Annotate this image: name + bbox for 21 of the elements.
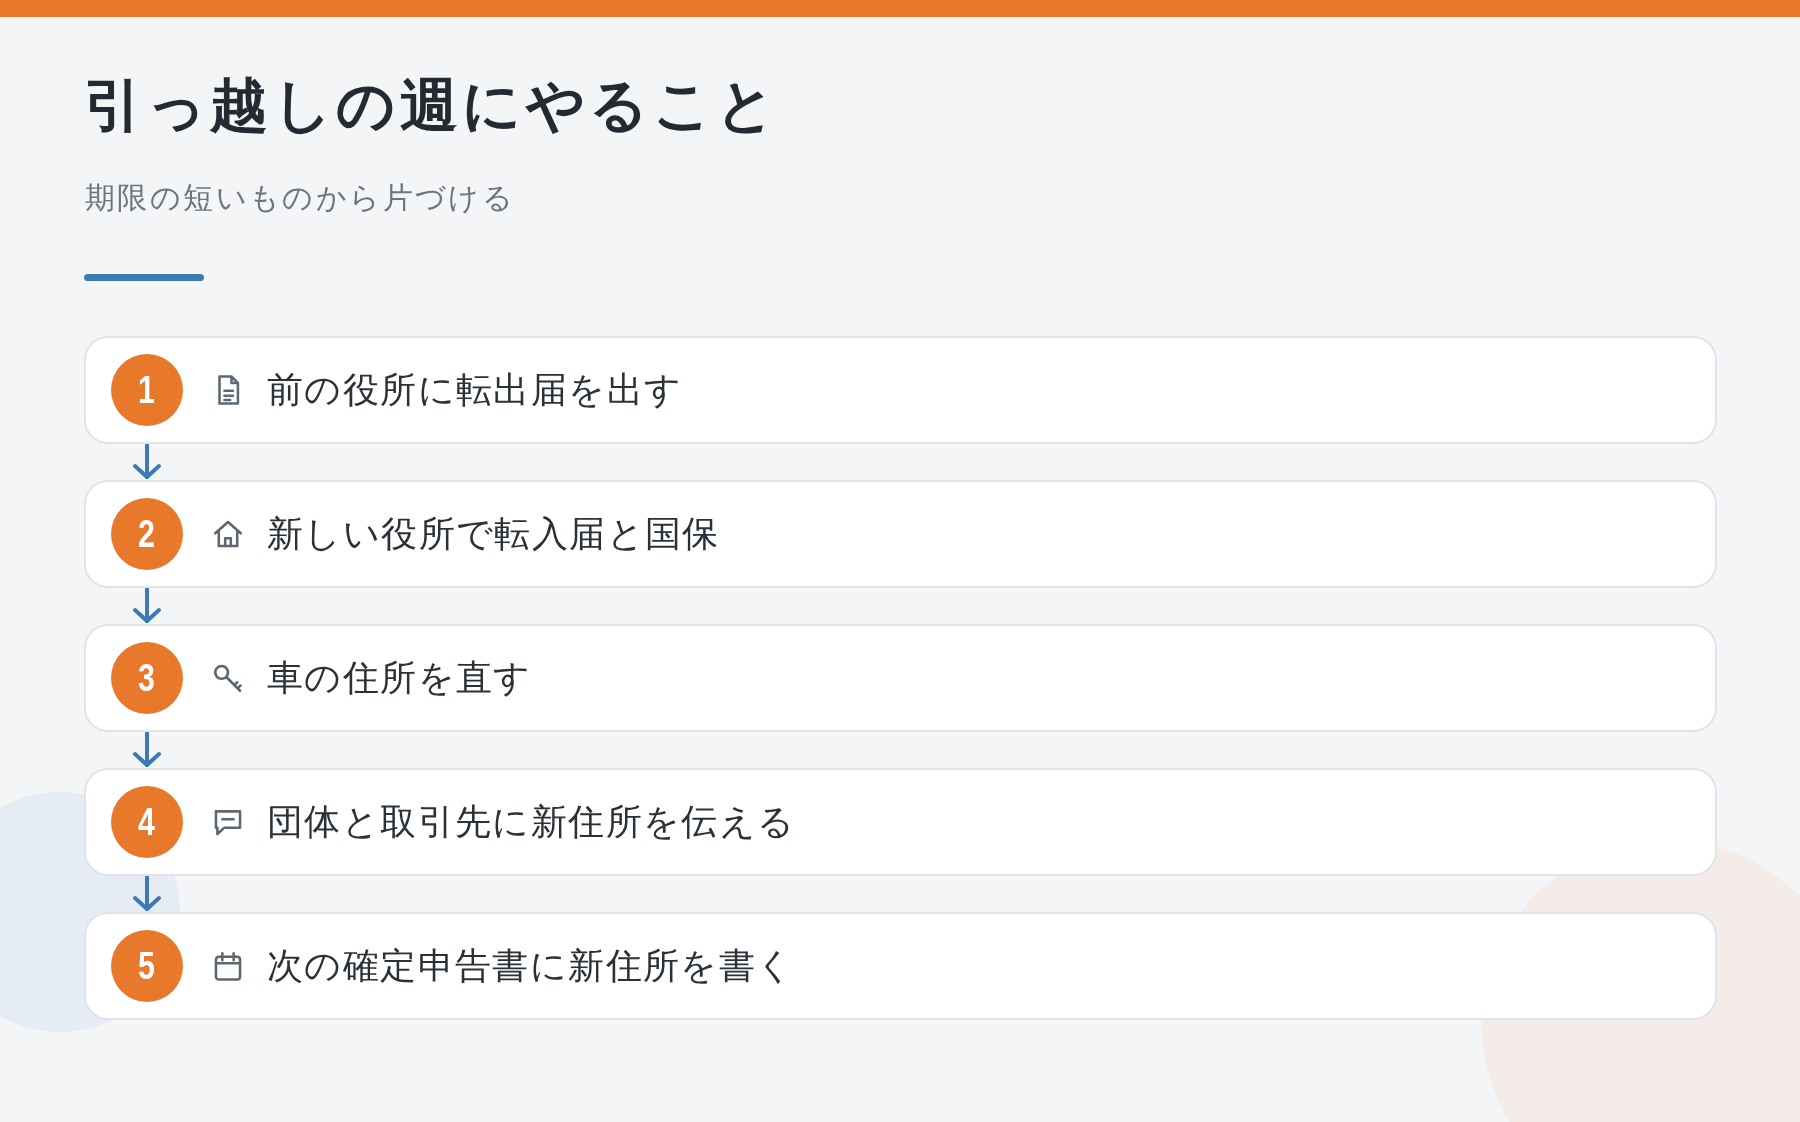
step-card	[84, 336, 1717, 444]
step-text: 前の役所に転出届を出す	[267, 371, 683, 408]
arrow	[133, 875, 161, 911]
step-card	[84, 624, 1717, 732]
number-circle: 1	[110, 353, 183, 426]
arrow	[133, 731, 161, 767]
arrow	[133, 587, 161, 623]
title: 引っ越しの週にやること	[84, 76, 780, 134]
step-text: 次の確定申告書に新住所を書く	[267, 947, 795, 984]
number-circle: 2	[110, 497, 183, 570]
number-circle: 5	[110, 929, 183, 1002]
arrow	[133, 443, 161, 479]
step-text: 新しい役所で転入届と国保	[267, 515, 720, 552]
step-text: 団体と取引先に新住所を伝える	[267, 803, 796, 840]
step-card	[84, 768, 1717, 876]
step-card	[84, 480, 1717, 588]
subtitle: 期限の短いものから片づける	[85, 183, 516, 213]
number-circle: 4	[110, 785, 183, 858]
number-circle: 3	[110, 641, 183, 714]
step-text: 車の住所を直す	[267, 659, 532, 696]
step-card	[84, 912, 1717, 1020]
